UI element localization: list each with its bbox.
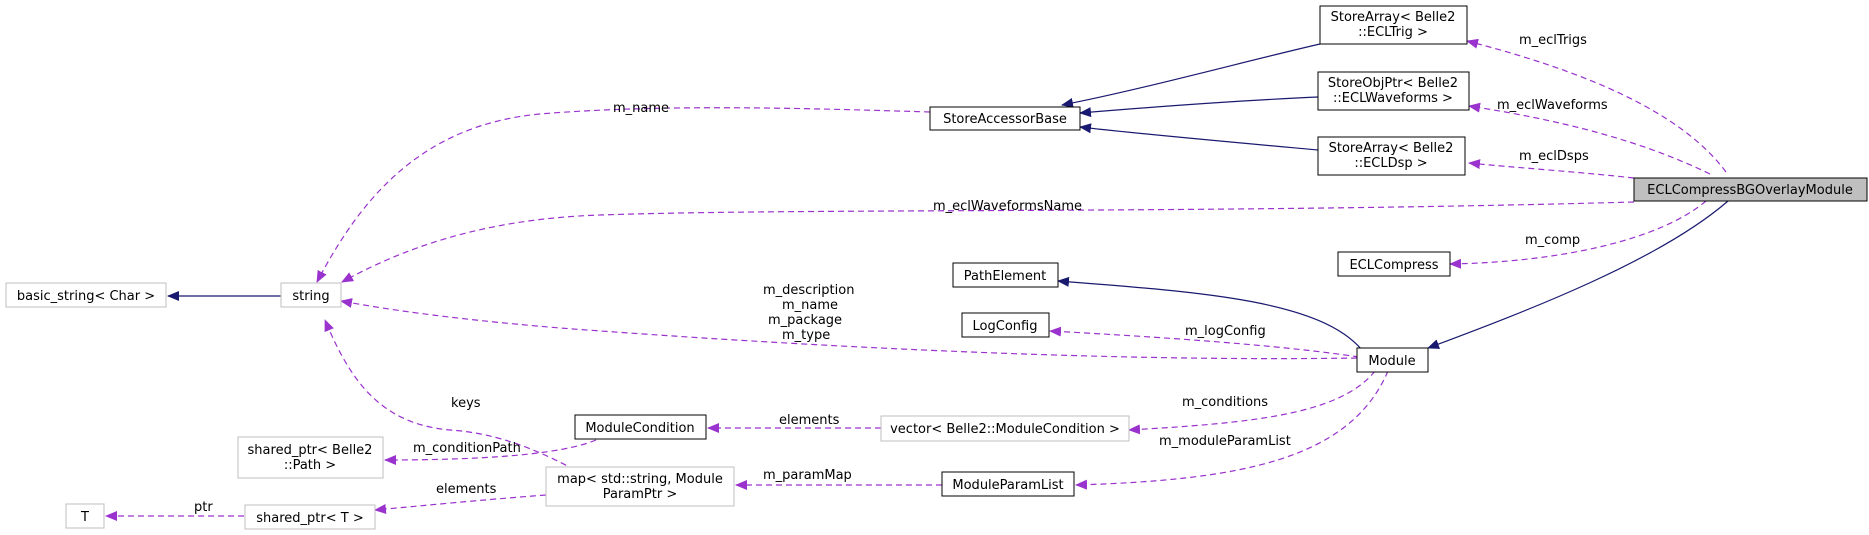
edge-m-conditions <box>1128 370 1376 435</box>
edge-label-m-module-param-list: m_moduleParamList <box>1159 434 1291 449</box>
node-label-line-2: ::ECLWaveforms > <box>1333 91 1453 106</box>
node-label-line-1: StoreObjPtr< Belle2 <box>1328 76 1458 91</box>
node-store-array-ecl-trig[interactable]: StoreArray< Belle2 ::ECLTrig > <box>1319 5 1468 45</box>
node-label: vector< Belle2::ModuleCondition > <box>890 422 1120 437</box>
node-label: T <box>80 510 89 525</box>
node-ecl-compress-bg-overlay-module[interactable]: ECLCompressBGOverlayModule <box>1633 177 1868 202</box>
node-label: StoreAccessorBase <box>943 112 1067 127</box>
node-label-line-2: ::ECLTrig > <box>1358 25 1428 40</box>
node-store-obj-ptr-ecl-waveforms[interactable]: StoreObjPtr< Belle2 ::ECLWaveforms > <box>1317 71 1470 111</box>
edge-label-m-ecl-dsps: m_eclDsps <box>1519 149 1589 164</box>
edge-label-elements-map: elements <box>436 482 497 497</box>
node-module[interactable]: Module <box>1356 347 1429 373</box>
node-label-line-1: map< std::string, Module <box>557 472 723 487</box>
node-module-condition[interactable]: ModuleCondition <box>574 414 707 440</box>
edge-storearray-ecltrig-to-storeaccessorbase <box>1061 43 1321 108</box>
node-string[interactable]: string <box>280 282 342 308</box>
edge-label-module-string-member-0: m_description <box>763 283 854 298</box>
edge-label-ptr: ptr <box>194 500 213 515</box>
edge-module-to-ecl-compress-bg-overlay-module <box>1427 200 1729 349</box>
edge-label-elements-vector: elements <box>779 413 840 428</box>
edge-m-ecl-waveforms <box>1468 102 1711 175</box>
edge-m-name-accessor <box>316 107 931 283</box>
node-label-line-1: shared_ptr< Belle2 <box>248 443 373 458</box>
node-label: ECLCompressBGOverlayModule <box>1647 183 1853 198</box>
edge-label-module-string-member-3: m_type <box>782 328 830 343</box>
edge-m-ecl-dsps <box>1468 159 1635 179</box>
edge-keys <box>324 319 576 471</box>
node-t[interactable]: T <box>65 503 105 529</box>
edge-label-m-ecl-waveforms: m_eclWaveforms <box>1497 98 1608 113</box>
node-shared-ptr-t[interactable]: shared_ptr< T > <box>244 504 376 530</box>
node-label-line-1: StoreArray< Belle2 <box>1329 141 1454 156</box>
node-label: basic_string< Char > <box>17 289 155 304</box>
edge-label-m-ecl-waveforms-name: m_eclWaveformsName <box>933 199 1082 214</box>
node-label-line-2: ParamPtr > <box>603 487 678 502</box>
edge-label-m-conditions: m_conditions <box>1182 395 1268 410</box>
edge-label-m-param-map: m_paramMap <box>763 468 852 483</box>
edge-m-condition-path <box>384 439 597 465</box>
node-label: Module <box>1368 354 1415 369</box>
node-label: LogConfig <box>973 319 1038 334</box>
edge-label-m-condition-path: m_conditionPath <box>413 441 521 456</box>
node-basic-string-char[interactable]: basic_string< Char > <box>5 282 167 308</box>
node-label: string <box>292 289 329 304</box>
node-vector-module-condition[interactable]: vector< Belle2::ModuleCondition > <box>880 415 1130 442</box>
node-log-config[interactable]: LogConfig <box>961 312 1050 338</box>
node-store-accessor-base[interactable]: StoreAccessorBase <box>929 106 1081 131</box>
node-label: PathElement <box>964 269 1046 284</box>
edge-path-element-to-module <box>1057 276 1363 351</box>
edge-module-string-members <box>340 298 1358 360</box>
node-label-line-2: ::ECLDsp > <box>1354 156 1427 171</box>
node-label: ModuleCondition <box>585 421 694 436</box>
node-shared-ptr-path[interactable]: shared_ptr< Belle2 ::Path > <box>237 436 384 479</box>
edge-label-m-ecl-trigs: m_eclTrigs <box>1519 33 1587 48</box>
edge-label-module-string-member-2: m_package <box>768 313 842 328</box>
node-store-array-ecl-dsp[interactable]: StoreArray< Belle2 ::ECLDsp > <box>1317 136 1466 176</box>
edge-storearray-ecldsp-to-storeaccessorbase <box>1079 123 1319 151</box>
edge-m-comp <box>1449 200 1707 269</box>
edge-label-module-string-member-1: m_name <box>782 298 838 313</box>
edge-storeobjptr-eclwaveforms-to-storeaccessorbase <box>1079 96 1319 118</box>
node-label-line-2: ::Path > <box>284 458 336 473</box>
edge-m-module-param-list <box>1075 370 1389 490</box>
edge-label-keys: keys <box>451 396 481 411</box>
node-label: ModuleParamList <box>952 478 1063 493</box>
edge-m-ecl-waveforms-name <box>341 201 1635 283</box>
edge-label-m-name-accessor: m_name <box>613 101 669 116</box>
node-ecl-compress[interactable]: ECLCompress <box>1337 251 1451 277</box>
node-map-string-module-param-ptr[interactable]: map< std::string, Module ParamPtr > <box>545 466 735 507</box>
node-label: shared_ptr< T > <box>256 511 363 526</box>
node-module-param-list[interactable]: ModuleParamList <box>941 471 1075 497</box>
edge-label-m-log-config: m_logConfig <box>1185 324 1266 339</box>
edge-label-m-comp: m_comp <box>1525 233 1580 248</box>
node-label-line-1: StoreArray< Belle2 <box>1331 10 1456 25</box>
edge-elements-map <box>374 494 547 514</box>
node-label: ECLCompress <box>1349 258 1438 273</box>
node-path-element[interactable]: PathElement <box>952 262 1059 288</box>
edge-m-log-config <box>1049 326 1360 358</box>
edge-m-ecl-trigs <box>1466 38 1727 173</box>
